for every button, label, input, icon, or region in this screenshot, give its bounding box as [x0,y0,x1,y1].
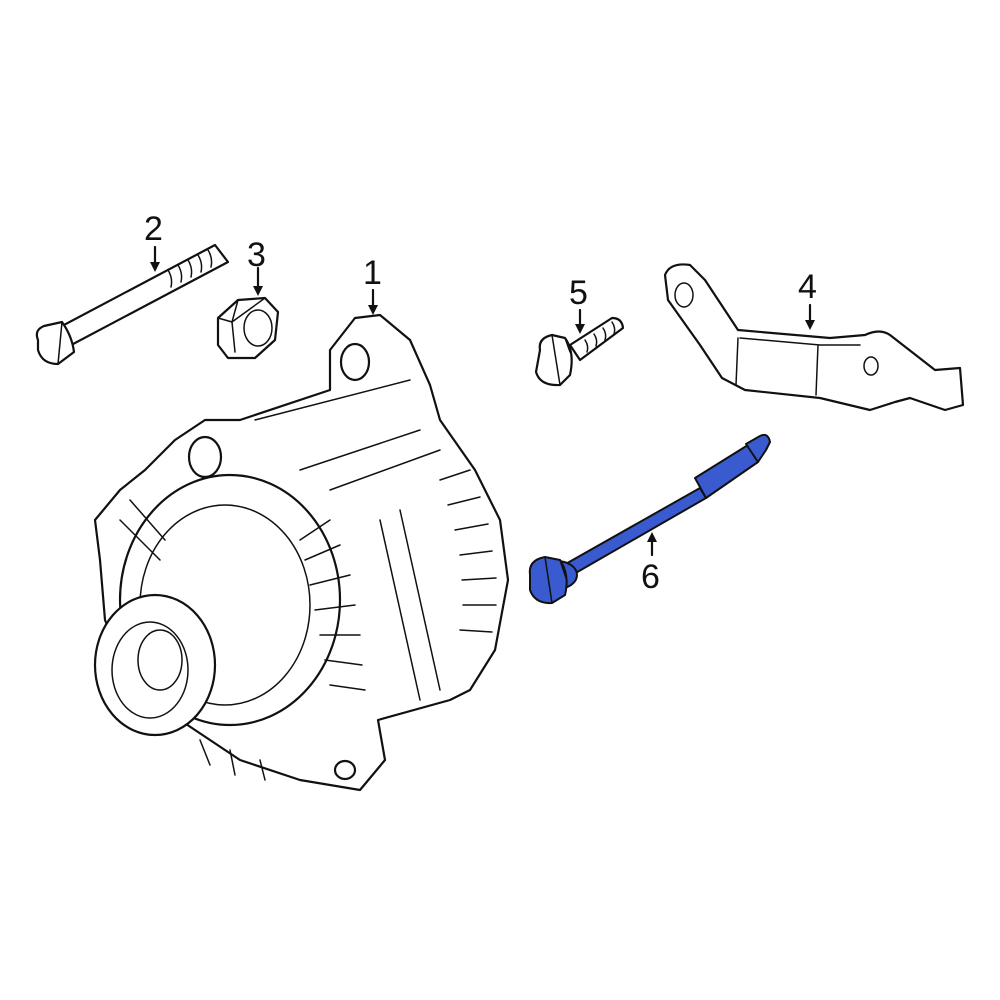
callout-2: 2 [144,210,163,248]
callout-6: 6 [641,558,660,596]
callout-4: 4 [798,268,817,306]
callout-3: 3 [247,236,266,274]
part-2-bolt[interactable] [35,243,230,366]
part-4-bracket[interactable] [663,263,965,412]
callout-5: 5 [569,274,588,312]
part-3-nut[interactable] [216,266,280,360]
part-1-alternator[interactable] [93,288,510,792]
callout-1: 1 [363,254,382,292]
part-6-bolt-highlighted[interactable] [528,433,771,605]
part-5-bolt[interactable] [534,308,625,387]
